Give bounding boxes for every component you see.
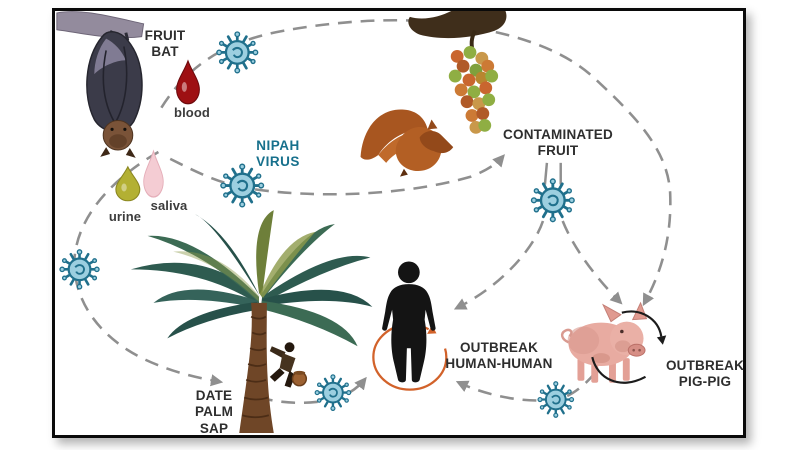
diagram-frame: FRUIT BAT blood urine saliva NIPAH VIRUS… (52, 8, 746, 438)
saliva-label: saliva (150, 198, 188, 213)
virus-particle-icon (530, 177, 576, 224)
fruit-cluster-image (408, 11, 507, 134)
blood-label: blood (174, 105, 210, 120)
berries (448, 46, 499, 134)
fruit-label-connectors (543, 162, 562, 185)
route-bat-to-pig (160, 18, 672, 307)
flying-bat-image (360, 109, 454, 177)
route-fruit-to-human (453, 220, 545, 310)
pig-pig-outbreak-loop (591, 310, 667, 384)
urine-drop-icon (115, 165, 141, 202)
diagram-canvas (56, 11, 672, 434)
saliva-drop-icon (143, 149, 164, 198)
virus-particle-icon (314, 373, 352, 412)
contaminated-fruit-label: CONTAMINATED FRUIT (503, 127, 613, 159)
virus-particle-icon (58, 248, 101, 291)
route-fruit-to-pig (561, 220, 623, 305)
route-palm-to-human (258, 376, 367, 405)
sap-collector-person (269, 342, 308, 388)
hanging-fruit-bat-image (56, 11, 145, 158)
virus-particle-icon (536, 380, 575, 419)
transmission-routes (73, 18, 672, 405)
outbreak-pig-pig-label: OUTBREAK PIG-PIG (665, 358, 745, 390)
route-bat-to-fruit (169, 154, 505, 196)
blood-drop-icon (176, 59, 200, 105)
outbreak-human-human-label: OUTBREAK HUMAN-HUMAN (445, 340, 553, 372)
date-palm-tree-image (130, 210, 373, 434)
nipah-virus-label: NIPAH VIRUS (256, 138, 300, 170)
human-silhouette-image (382, 261, 436, 383)
route-pig-to-human (455, 372, 597, 402)
date-palm-sap-label: DATE PALM SAP (194, 388, 234, 436)
route-bat-to-palm (73, 150, 224, 387)
pig-image (560, 301, 648, 383)
urine-label: urine (108, 209, 142, 224)
fruit-bat-label: FRUIT BAT (144, 28, 186, 60)
